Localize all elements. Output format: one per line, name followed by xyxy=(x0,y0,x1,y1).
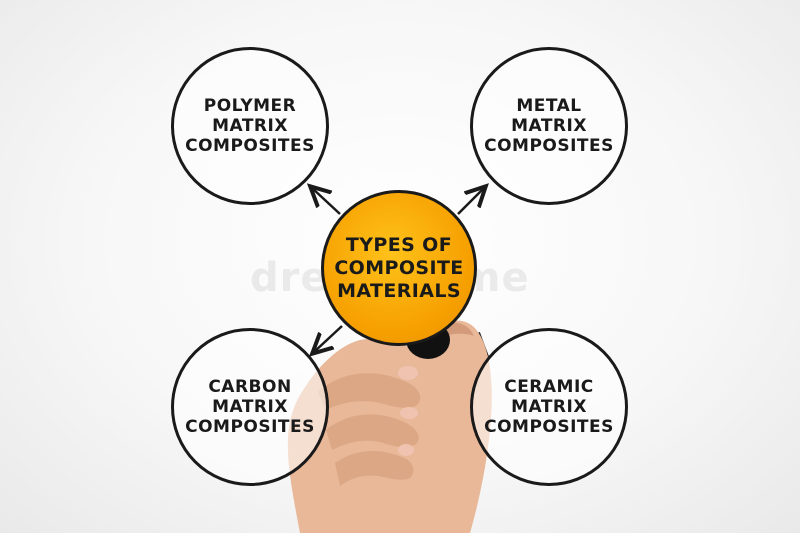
node-metal-matrix-composites: METAL MATRIX COMPOSITES xyxy=(470,47,628,205)
center-node-types-of-composite-materials: TYPES OF COMPOSITE MATERIALS xyxy=(321,190,477,346)
node-label: METAL MATRIX COMPOSITES xyxy=(484,96,614,156)
arrow-to-polymer xyxy=(312,188,341,215)
center-label: TYPES OF COMPOSITE MATERIALS xyxy=(334,233,464,302)
node-label: CERAMIC MATRIX COMPOSITES xyxy=(484,377,614,437)
node-label: CARBON MATRIX COMPOSITES xyxy=(185,377,315,437)
node-ceramic-matrix-composites: CERAMIC MATRIX COMPOSITES xyxy=(470,328,628,486)
node-carbon-matrix-composites: CARBON MATRIX COMPOSITES xyxy=(171,328,329,486)
arrow-to-carbon xyxy=(314,325,343,352)
node-polymer-matrix-composites: POLYMER MATRIX COMPOSITES xyxy=(171,47,329,205)
arrow-to-metal xyxy=(457,188,484,215)
hand-illustration xyxy=(287,320,492,533)
node-label: POLYMER MATRIX COMPOSITES xyxy=(185,96,315,156)
